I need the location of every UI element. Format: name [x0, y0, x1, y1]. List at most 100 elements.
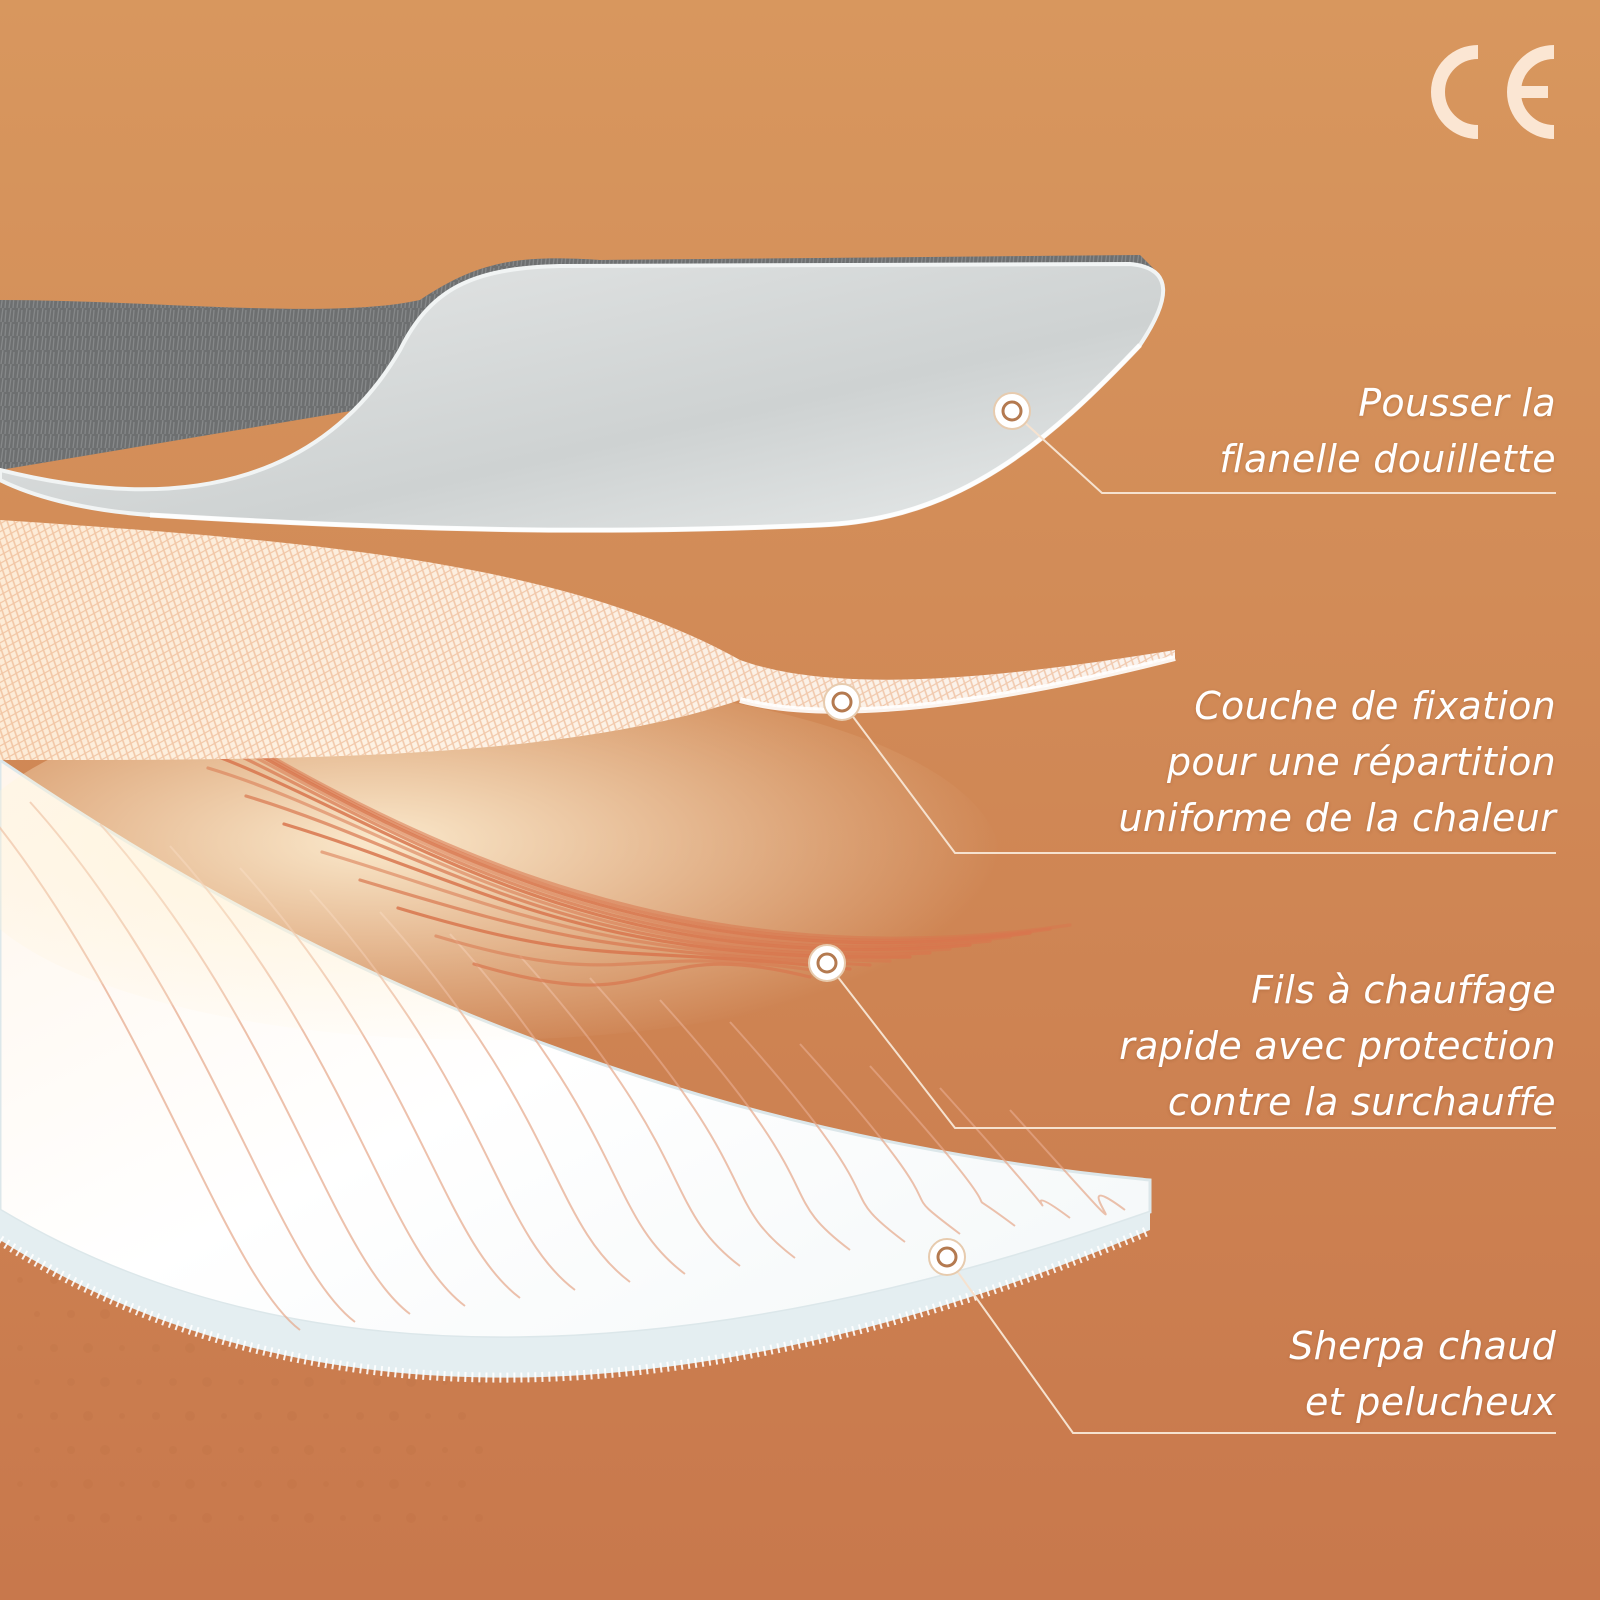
background-dot [458, 1412, 466, 1420]
label-wires: Fils à chauffage rapide avec protection … [1119, 962, 1556, 1130]
marker-mesh [823, 683, 861, 721]
background-dot [406, 1445, 416, 1455]
background-dot [271, 1378, 279, 1386]
background-dot [185, 1411, 195, 1421]
background-dot [238, 1379, 244, 1385]
background-dot [34, 1515, 40, 1521]
sherpa-stripe [659, 999, 851, 1251]
background-dot [356, 1412, 364, 1420]
background-dot [50, 1344, 58, 1352]
background-dot [152, 1480, 160, 1488]
label-mesh: Couche de fixation pour une répartition … [1119, 678, 1556, 846]
sherpa-stripe [869, 1065, 1016, 1227]
background-dot [17, 1413, 23, 1419]
sherpa-stripe [799, 1043, 961, 1235]
background-dot [271, 1446, 279, 1454]
background-dot [238, 1447, 244, 1453]
background-dot [202, 1445, 212, 1455]
heating-wire [358, 878, 872, 967]
background-dot [373, 1378, 381, 1386]
ce-mark-icon [1431, 45, 1555, 139]
sherpa-stripe [1009, 1109, 1126, 1216]
background-dot [475, 1446, 483, 1454]
background-dot [373, 1514, 381, 1522]
background-dot [67, 1378, 75, 1386]
background-dot [304, 1513, 314, 1523]
background-dot [100, 1445, 110, 1455]
callout-line-flannel [1011, 410, 1556, 494]
sherpa-stripe [939, 1087, 1071, 1219]
background-dot [185, 1343, 195, 1353]
background-dot [389, 1411, 399, 1421]
background-dot [287, 1411, 297, 1421]
background-dot [50, 1412, 58, 1420]
background-dot [83, 1479, 93, 1489]
label-mesh-line-1: Couche de fixation [1194, 684, 1556, 728]
background-dot [475, 1514, 483, 1522]
background-dot [340, 1447, 346, 1453]
background-dot [136, 1515, 142, 1521]
background-dot [83, 1343, 93, 1353]
background-dot [136, 1447, 142, 1453]
background-dot [169, 1378, 177, 1386]
label-mesh-line-2: pour une répartition [1166, 740, 1556, 784]
label-flannel-line-2: flanelle douillette [1219, 437, 1556, 481]
background-dot [100, 1309, 110, 1319]
background-dot [389, 1479, 399, 1489]
background-dot [100, 1377, 110, 1387]
label-wires-line-2: rapide avec protection [1119, 1024, 1556, 1068]
background-dot [323, 1413, 329, 1419]
background-dot [185, 1479, 195, 1489]
background-dot [425, 1413, 431, 1419]
background-dot [119, 1345, 125, 1351]
background-dot [340, 1379, 346, 1385]
callout-lines [826, 410, 1556, 1434]
background-dot [17, 1481, 23, 1487]
mesh-layer [0, 520, 1176, 760]
callout-line-sherpa [946, 1256, 1556, 1434]
background-dot [202, 1377, 212, 1387]
label-sherpa-line-1: Sherpa chaud [1289, 1324, 1556, 1368]
background-dot [442, 1447, 448, 1453]
callout-line-wires [826, 962, 1556, 1129]
heating-wire [434, 934, 832, 975]
heating-wire [472, 962, 812, 987]
background-dot [221, 1481, 227, 1487]
background-dot [340, 1515, 346, 1521]
background-dot [67, 1446, 75, 1454]
callout-markers [808, 392, 1031, 1276]
label-wires-line-1: Fils à chauffage [1251, 968, 1556, 1012]
marker-flannel [993, 392, 1031, 430]
background-dot [271, 1514, 279, 1522]
background-dot [67, 1514, 75, 1522]
heating-wire [320, 850, 892, 963]
background-dot [119, 1413, 125, 1419]
marker-sherpa [928, 1238, 966, 1276]
background-dot [100, 1513, 110, 1523]
heating-wire [396, 906, 852, 971]
background-dot [17, 1345, 23, 1351]
flannel-layer [0, 255, 1166, 533]
label-flannel: Pousser la flanelle douillette [1219, 375, 1556, 487]
background-dot [83, 1411, 93, 1421]
label-mesh-line-3: uniforme de la chaleur [1118, 796, 1556, 840]
background-dot [323, 1481, 329, 1487]
sherpa-stripe [589, 977, 796, 1259]
background-dot [202, 1513, 212, 1523]
background-dot [67, 1310, 75, 1318]
background-dot [136, 1379, 142, 1385]
label-wires-line-3: contre la surchauffe [1167, 1080, 1556, 1124]
background-dot [169, 1446, 177, 1454]
background-dot [50, 1276, 58, 1284]
background-dot [221, 1413, 227, 1419]
background-dot [373, 1446, 381, 1454]
background-dot [304, 1445, 314, 1455]
background-dot [152, 1344, 160, 1352]
background-dot [17, 1277, 23, 1283]
background-dot [34, 1447, 40, 1453]
heating-wire [244, 794, 932, 956]
marker-wires [808, 944, 846, 982]
background-dot [458, 1480, 466, 1488]
label-flannel-line-1: Pousser la [1358, 381, 1556, 425]
